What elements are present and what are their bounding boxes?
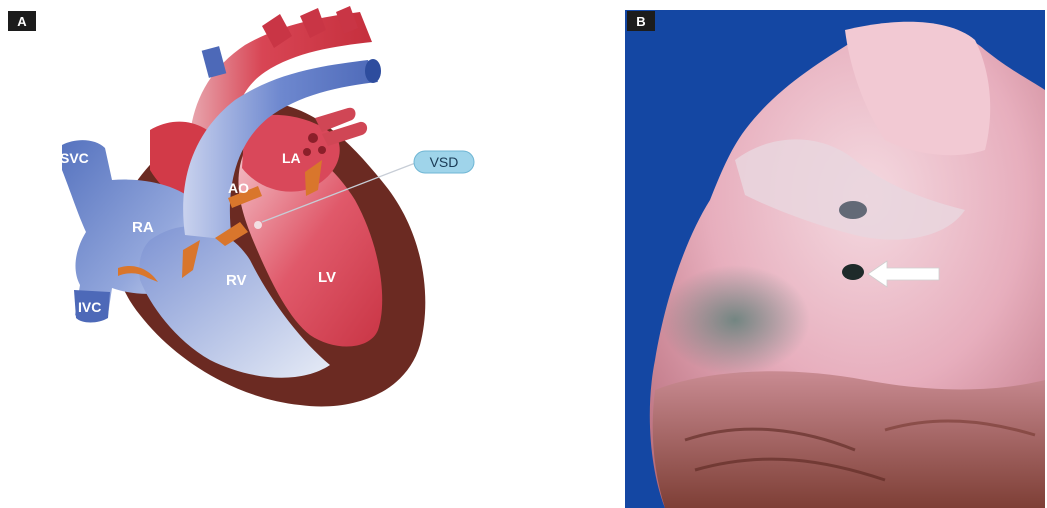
svc-stub <box>202 46 227 78</box>
pulmonary-vein-opening <box>318 146 326 154</box>
la-label: LA <box>282 150 301 166</box>
ra-label: RA <box>132 219 154 236</box>
pulmonary-vein-opening <box>308 133 318 143</box>
svc-label: SVC <box>60 150 89 166</box>
lv-label: LV <box>318 269 336 286</box>
rv-label: RV <box>226 272 247 289</box>
specimen-lower-tissue <box>653 371 1045 508</box>
ao-label: AO <box>228 180 249 196</box>
specimen-shadow <box>839 201 867 219</box>
specimen-photo <box>625 10 1045 508</box>
specimen-stain <box>660 265 810 375</box>
pulmonary-vein-opening <box>303 148 311 156</box>
pulmonary-artery-end <box>365 59 381 83</box>
vsd-defect <box>254 221 262 229</box>
ivc-label: IVC <box>78 299 101 315</box>
panel-label-a: A <box>8 11 36 31</box>
specimen-defect <box>842 264 864 280</box>
vsd-label: VSD <box>430 154 459 170</box>
panel-label-b: B <box>627 11 655 31</box>
heart-diagram: VSD SVC IVC RA RV LA LV AO <box>0 0 620 508</box>
